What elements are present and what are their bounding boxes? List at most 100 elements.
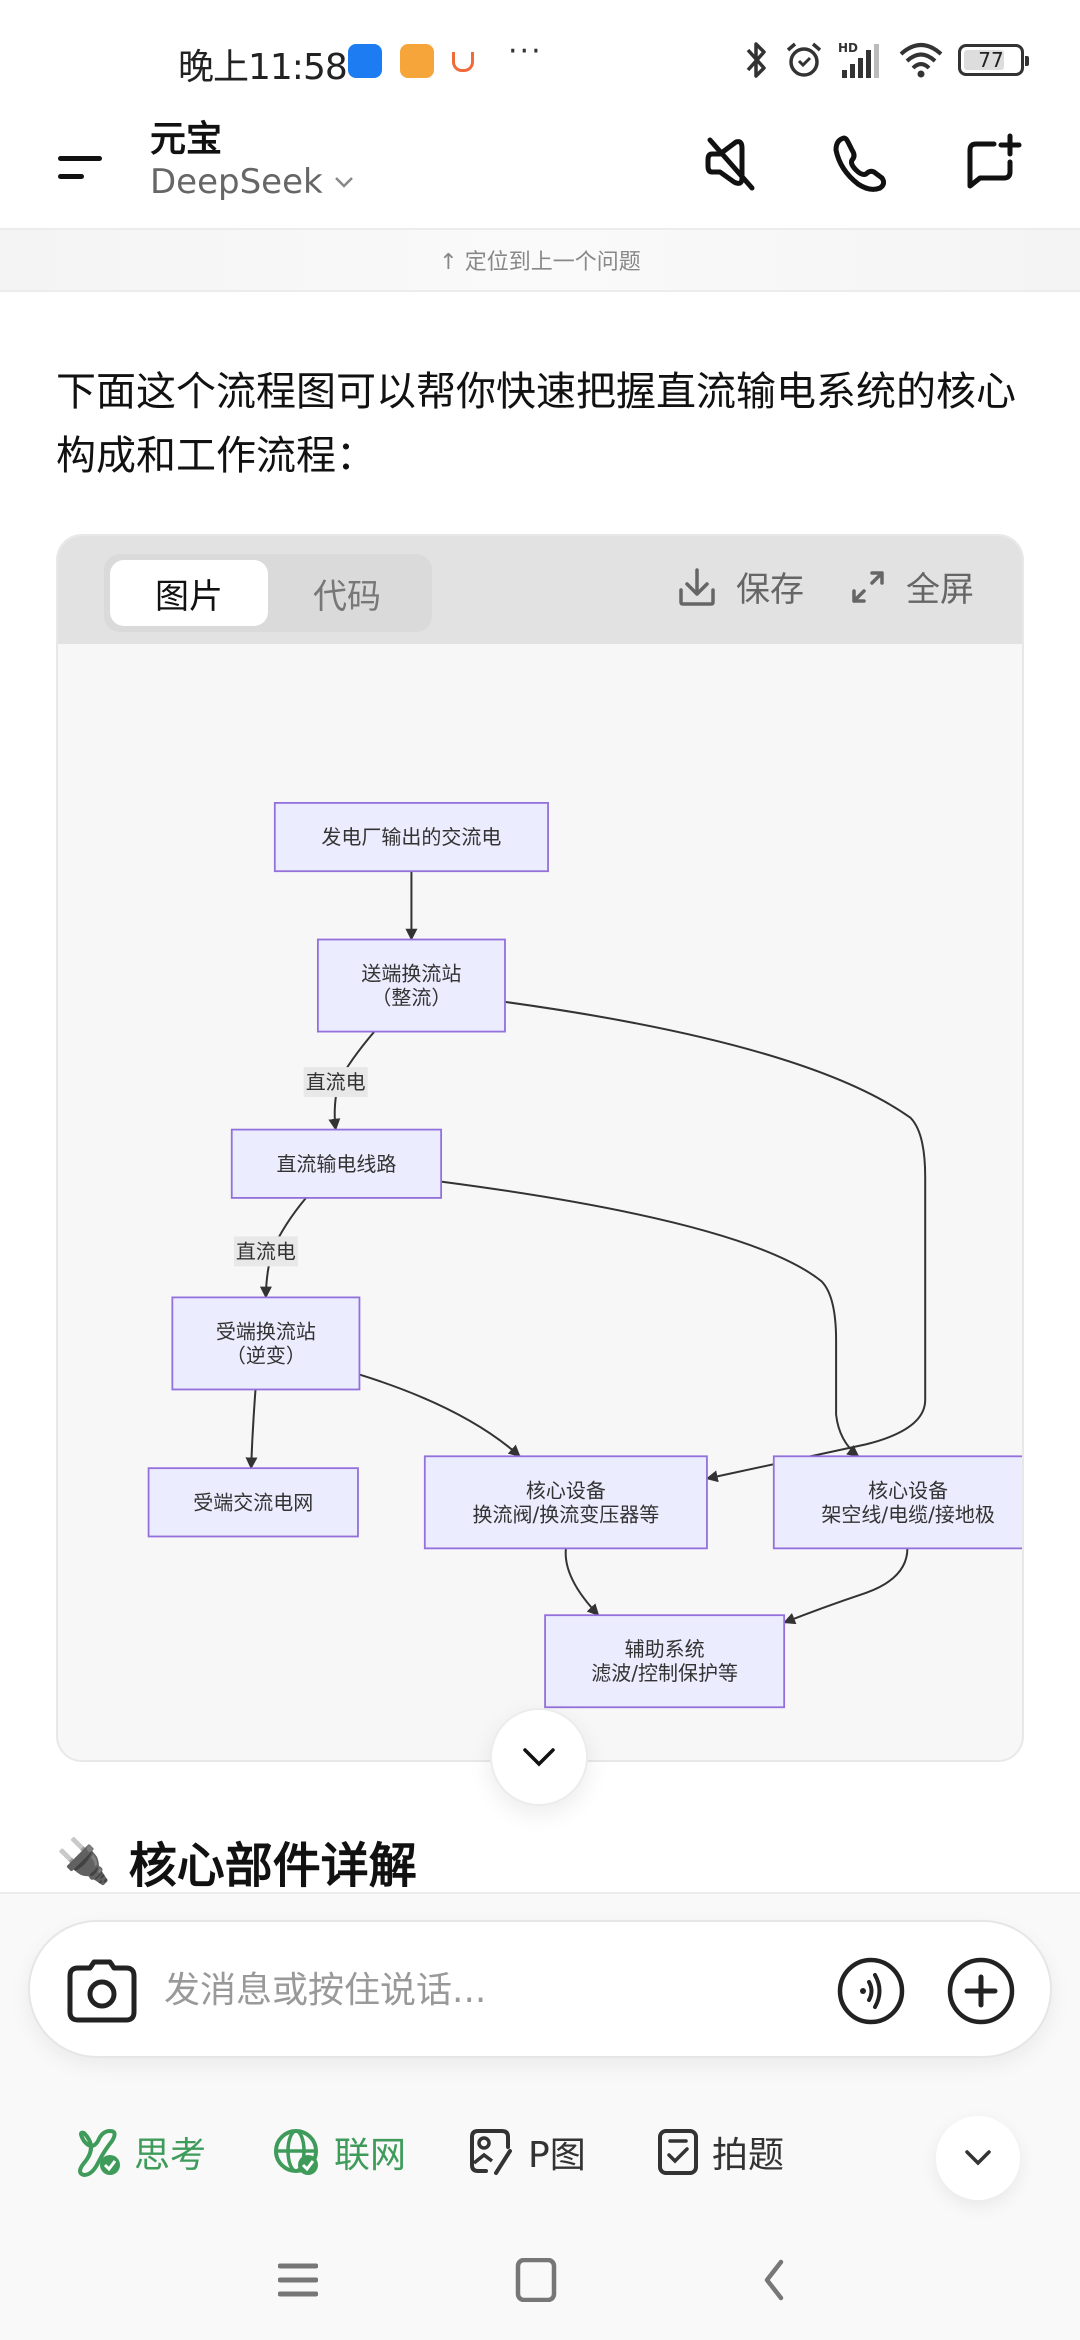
- model-selector[interactable]: DeepSeek: [150, 162, 355, 202]
- section-title-text: 核心部件详解: [128, 1838, 417, 1894]
- message-composer: [28, 1920, 1052, 2058]
- flowchart-node-text: 核心设备: [526, 1478, 606, 1502]
- think-icon: [78, 2128, 120, 2177]
- flowchart-edge-c-g: [440, 1180, 860, 1458]
- save-button[interactable]: 保存: [676, 562, 804, 611]
- locate-previous-question-button[interactable]: ↑ 定位到上一个问题: [0, 228, 1080, 292]
- tool-web-search-label: 联网: [334, 2135, 407, 2176]
- flowchart-node-text: 换流阀/换流变压器等: [472, 1502, 659, 1526]
- flowchart-node-text: （逆变）: [226, 1343, 306, 1367]
- flowchart-edge-label: 直流电: [303, 1067, 368, 1098]
- flowchart-node-d: 受端换流站（逆变）: [171, 1296, 361, 1391]
- home-button[interactable]: [506, 2250, 566, 2310]
- flowchart-node-text: 辅助系统: [625, 1637, 705, 1661]
- notes-app-icon: [400, 44, 434, 78]
- app-title: 元宝: [150, 119, 223, 160]
- flowchart-node-text: 受端交流电网: [193, 1490, 313, 1514]
- tool-bar: 思考 联网 P图 拍题: [0, 2110, 1080, 2206]
- flowchart-node-text: 受端换流站: [216, 1319, 316, 1343]
- message-input[interactable]: [164, 1958, 814, 2022]
- globe-icon: [274, 2129, 318, 2175]
- tool-think-label: 思考: [134, 2135, 207, 2176]
- diagram-card: 图片 代码 保存 全屏 直流电直流电 发电厂输出的交流电送端换流站（整流）直流输…: [56, 534, 1024, 1762]
- image-edit-icon: [470, 2129, 512, 2175]
- flowchart-node-text: 发电厂输出的交流电: [321, 825, 501, 849]
- svg-text:直流电: 直流电: [236, 1239, 296, 1263]
- tool-question-scan[interactable]: 拍题: [656, 2126, 784, 2178]
- flowchart-node-text: 直流输电线路: [276, 1152, 396, 1176]
- flowchart-node-text: （整流）: [371, 986, 451, 1010]
- flowchart-edge-f-h: [564, 1548, 600, 1617]
- back-button[interactable]: [744, 2250, 804, 2310]
- back-icon: [764, 2259, 784, 2301]
- composer-area: 思考 联网 P图 拍题: [0, 1892, 1080, 2340]
- assistant-message-text: 下面这个流程图可以帮你快速把握直流输电系统的核心构成和工作流程：: [56, 369, 1016, 479]
- camera-button[interactable]: [66, 1958, 138, 2024]
- flowchart-node-e: 受端交流电网: [147, 1467, 359, 1538]
- tool-image-edit[interactable]: P图: [468, 2126, 586, 2178]
- flowchart-node-text: 滤波/控制保护等: [591, 1661, 738, 1685]
- fullscreen-button[interactable]: 全屏: [848, 562, 974, 611]
- voice-call-button[interactable]: [836, 1956, 906, 2026]
- ai-app-icon: [348, 44, 382, 78]
- flowchart-node-a: 发电厂输出的交流电: [273, 801, 549, 873]
- chevron-down-icon: [334, 177, 353, 188]
- tool-think[interactable]: 思考: [74, 2126, 206, 2178]
- alarm-icon: [786, 42, 822, 77]
- status-time: 晚上11:58: [178, 47, 348, 88]
- flowchart-node-c: 直流输电线路: [230, 1128, 443, 1199]
- menu-button[interactable]: [58, 144, 108, 184]
- expand-diagram-button[interactable]: [490, 1708, 588, 1806]
- call-button[interactable]: [822, 126, 898, 202]
- section-heading: 🔌 核心部件详解: [56, 1826, 417, 1896]
- flowchart-node-text: 送端换流站: [361, 962, 461, 986]
- chevron-down-icon: [523, 1748, 555, 1767]
- battery-level: 77: [978, 48, 1004, 72]
- flowchart-edge-d-e: [245, 1389, 258, 1470]
- system-nav-bar: [0, 2220, 1080, 2340]
- home-icon: [515, 2258, 557, 2302]
- bluetooth-icon: [746, 42, 766, 78]
- new-chat-icon: [967, 133, 1022, 189]
- tool-image-edit-label: P图: [528, 2135, 586, 2176]
- more-notifications-icon: ···: [508, 34, 543, 69]
- svg-text:HD: HD: [838, 41, 858, 55]
- new-chat-button[interactable]: [954, 126, 1030, 202]
- battery-indicator: 77: [958, 44, 1029, 76]
- tab-code[interactable]: 代码: [313, 576, 381, 617]
- flowchart-edge-b-f: [504, 1000, 927, 1483]
- diagram-toolbar: 图片 代码 保存 全屏: [58, 536, 1022, 644]
- add-attachment-button[interactable]: [946, 1956, 1016, 2026]
- recents-icon: [278, 2263, 318, 2297]
- recent-apps-button[interactable]: [268, 2250, 328, 2310]
- view-toggle: 图片 代码: [104, 554, 432, 632]
- mute-icon: [705, 137, 755, 191]
- plug-icon: 🔌: [56, 1836, 111, 1887]
- wifi-icon: [899, 43, 943, 78]
- tool-web-search[interactable]: 联网: [272, 2126, 406, 2178]
- save-label: 保存: [736, 570, 804, 610]
- flowchart-edge-d-f: [359, 1373, 521, 1458]
- tab-image[interactable]: 图片: [110, 560, 268, 626]
- tool-question-scan-label: 拍题: [712, 2135, 785, 2176]
- question-scan-icon: [658, 2129, 698, 2175]
- fullscreen-label: 全屏: [906, 570, 974, 610]
- more-tools-button[interactable]: [936, 2116, 1020, 2200]
- svg-text:直流电: 直流电: [306, 1070, 366, 1094]
- flowchart-edge-g-h: [783, 1548, 909, 1625]
- mute-button[interactable]: [692, 126, 768, 202]
- flowchart-node-text: 架空线/电缆/接地极: [821, 1502, 994, 1526]
- chevron-down-icon: [965, 2150, 991, 2166]
- flowchart-node-b: 送端换流站（整流）: [316, 938, 506, 1033]
- download-icon: [679, 567, 715, 606]
- chat-header: 元宝 DeepSeek: [0, 110, 1080, 228]
- hd-signal-icon: HD: [838, 41, 879, 78]
- status-bar: 晚上11:58 ··· HD 77: [0, 0, 1080, 120]
- didi-app-icon: [452, 52, 474, 72]
- expand-icon: [852, 570, 884, 603]
- flowchart-node-text: 核心设备: [868, 1478, 948, 1502]
